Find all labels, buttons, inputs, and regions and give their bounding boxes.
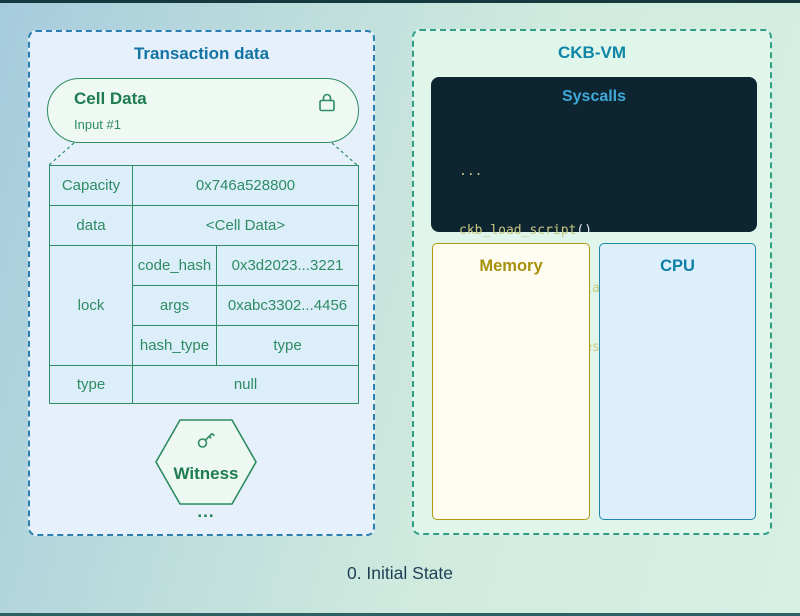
lock-icon (318, 92, 336, 112)
capacity-value: 0x746a528800 (131, 165, 360, 206)
table-row-data: data <Cell Data> (49, 205, 360, 246)
hexagon-shape (155, 419, 257, 505)
witness-hexagon: Witness (155, 419, 257, 505)
syscalls-box: Syscalls ... ckb_load_script() ckb_load_… (431, 77, 757, 413)
code-line: ... (459, 164, 483, 179)
data-value: <Cell Data> (131, 205, 360, 246)
code-hash-key: code_hash (132, 245, 217, 286)
ckb-vm-title: CKB-VM (558, 43, 626, 62)
hash-type-value: type (215, 325, 360, 366)
args-value: 0xabc3302...4456 (215, 285, 360, 326)
lock-label: lock (49, 245, 133, 366)
table-row-capacity: Capacity 0x746a528800 (49, 165, 360, 206)
args-key: args (132, 285, 217, 326)
bottom-edge-strip (0, 613, 800, 616)
memory-box: Memory (432, 243, 590, 520)
cell-fields-table: Capacity 0x746a528800 data <Cell Data> l… (49, 165, 360, 404)
ckb-vm-panel: CKB-VM Syscalls ... ckb_load_script() ck… (412, 29, 772, 535)
top-edge-strip (0, 0, 800, 3)
transaction-data-panel: Transaction data Cell Data Input #1 Capa… (28, 30, 375, 536)
capacity-label: Capacity (49, 165, 133, 206)
cell-data-pill: Cell Data Input #1 (47, 78, 359, 143)
code-line: ckb_load_script() (459, 222, 593, 238)
table-row-lock-args: args 0xabc3302...4456 (50, 285, 360, 326)
cell-data-title: Cell Data (74, 89, 147, 108)
witness-label: Witness (173, 464, 239, 483)
step-caption: 0. Initial State (346, 563, 454, 583)
table-row-type: type null (49, 365, 360, 404)
cpu-box: CPU (599, 243, 756, 520)
table-row-lock-codehash: lock code_hash 0x3d2023...3221 (49, 245, 360, 366)
key-icon (196, 430, 216, 450)
more-witnesses-ellipsis: ... (197, 502, 215, 521)
type-label: type (49, 365, 133, 404)
type-value: null (131, 365, 360, 404)
syscalls-title: Syscalls (561, 88, 627, 105)
memory-label: Memory (479, 257, 543, 275)
table-row-lock-hashtype: hash_type type (50, 325, 360, 366)
code-hash-value: 0x3d2023...3221 (215, 245, 360, 286)
hash-type-key: hash_type (132, 325, 217, 366)
transaction-panel-title: Transaction data (133, 44, 270, 63)
data-label: data (49, 205, 133, 246)
cell-input-label: Input #1 (74, 117, 121, 132)
cpu-label: CPU (660, 257, 695, 275)
